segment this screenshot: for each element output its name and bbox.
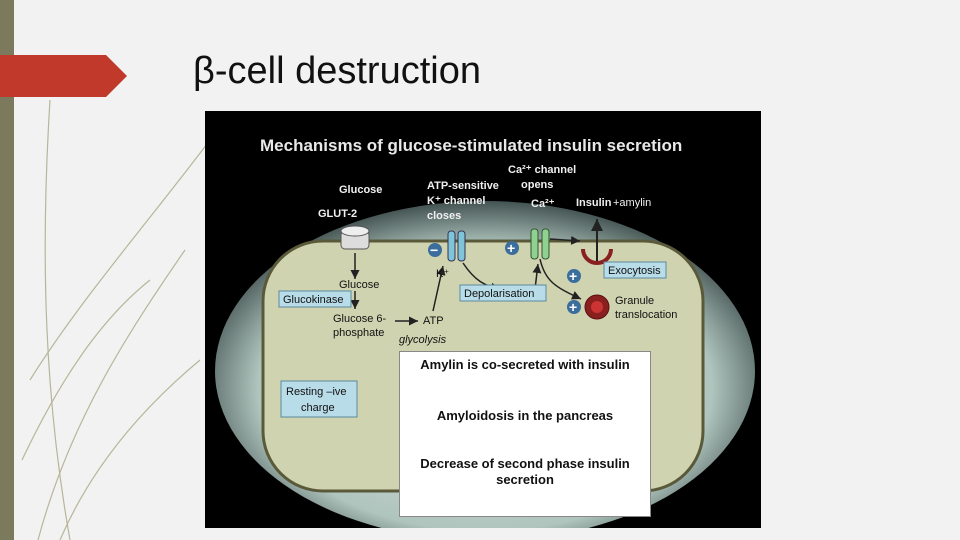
k-channel-icon [447, 230, 466, 262]
plus-sign-2: + [569, 268, 577, 284]
resting-line2: charge [301, 402, 335, 414]
glut2-transporter-icon [340, 225, 370, 250]
amylin-label: +amylin [613, 197, 651, 209]
glucose6p-line1: Glucose 6- [333, 313, 387, 325]
atp-channel-line1: ATP-sensitive [427, 180, 499, 192]
glucokinase-label: Glucokinase [283, 294, 344, 306]
plus-sign-1: + [507, 240, 515, 256]
minus-sign: − [430, 242, 438, 258]
diagram-image: Mechanisms of glucose-stimulated insulin… [205, 111, 761, 528]
insulin-vesicle-icon [581, 219, 613, 265]
atp-channel-line2: K⁺ channel [427, 195, 485, 207]
ca-channel-line1: Ca²⁺ channel [508, 164, 576, 176]
ca-channel-line2: opens [521, 179, 553, 191]
granule-line2: translocation [615, 309, 677, 321]
left-accent-bar [0, 0, 14, 540]
slide-title: β-cell destruction [193, 50, 481, 92]
ca-channel-icon [530, 228, 550, 260]
exocytosis-label: Exocytosis [608, 265, 661, 277]
plus-sign-3: + [569, 299, 577, 315]
glucose-inner-label: Glucose [339, 279, 379, 291]
decorative-lines [21, 99, 211, 540]
ca-ion-label: Ca²⁺ [531, 198, 555, 210]
glucose-label: Glucose [339, 184, 382, 196]
glut2-label: GLUT-2 [318, 208, 357, 220]
glucose6p-line2: phosphate [333, 327, 384, 339]
diagram-heading: Mechanisms of glucose-stimulated insulin… [260, 136, 682, 155]
depolarisation-label: Depolarisation [464, 288, 534, 300]
granule-line1: Granule [615, 295, 654, 307]
callout-line3: Decrease of second phase insulin secreti… [420, 456, 630, 487]
atp-channel-line3: closes [427, 210, 461, 222]
resting-line1: Resting –ive [286, 386, 347, 398]
insulin-label: Insulin [576, 197, 612, 209]
amylin-callout-box: Amylin is co-secreted with insulin Amylo… [399, 351, 651, 517]
callout-line1: Amylin is co-secreted with insulin [420, 357, 630, 372]
granule-icon [584, 294, 610, 320]
k-ion-label: K⁺ [436, 268, 449, 280]
callout-line2: Amyloidosis in the pancreas [436, 408, 614, 423]
glycolysis-label: glycolysis [399, 334, 447, 346]
atp-label: ATP [423, 315, 444, 327]
title-arrow-icon [0, 55, 127, 97]
